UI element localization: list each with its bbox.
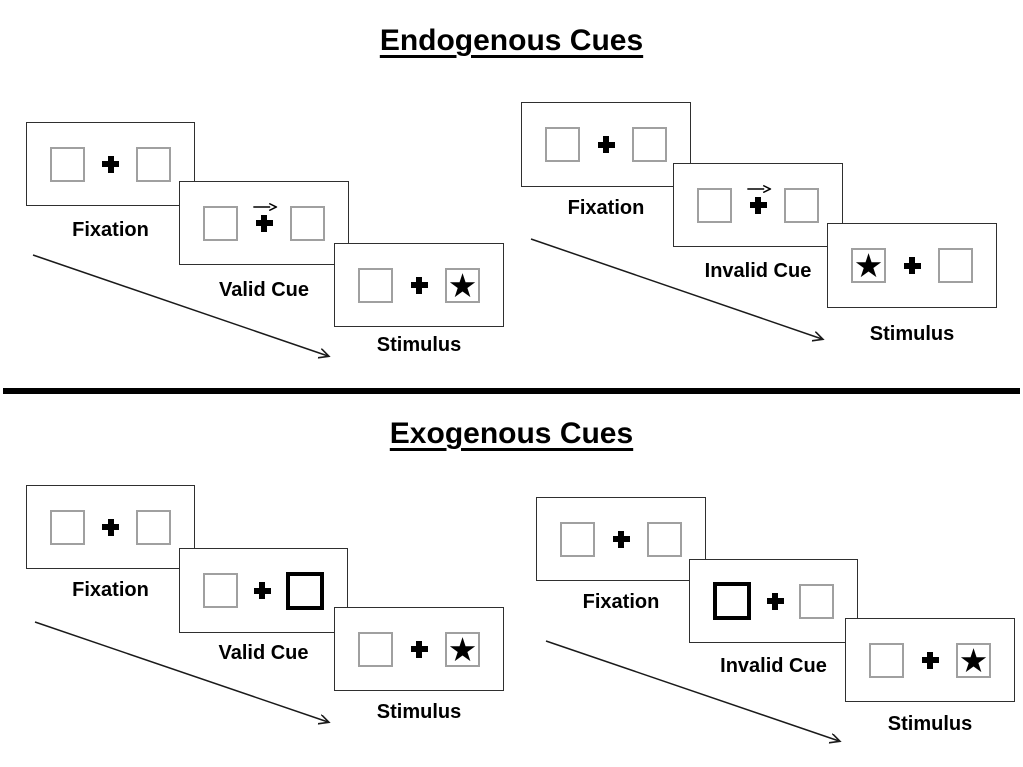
right-box: ★ <box>956 640 991 680</box>
fixation-cross-icon <box>747 184 772 214</box>
panel-label: Invalid Cue <box>704 260 812 282</box>
panel-label: Fixation <box>72 579 149 601</box>
right-box <box>784 187 819 223</box>
stimulus-panel: ★ <box>845 618 1015 702</box>
left-box <box>713 582 751 620</box>
panel-label: Valid Cue <box>218 642 309 664</box>
star-stimulus-icon: ★ <box>447 265 478 305</box>
fixation-cross-icon <box>102 518 119 536</box>
left-box <box>50 146 85 182</box>
fixation-cross-icon <box>410 276 428 294</box>
right-box <box>799 583 834 619</box>
fixation-panel <box>536 497 706 581</box>
fixation-cross-icon <box>766 592 784 610</box>
fixation-cross-icon <box>612 530 630 548</box>
left-box <box>869 642 904 678</box>
left-box <box>545 127 580 162</box>
panel-label: Valid Cue <box>218 279 310 301</box>
timeline-arrow <box>32 254 328 356</box>
cue-panel <box>179 181 349 265</box>
fixation-cross-icon <box>921 651 939 669</box>
cue-direction-arrow-icon <box>253 202 278 211</box>
fixation-cross-icon <box>410 640 428 658</box>
section-title-exogenous: Exogenous Cues <box>389 417 634 450</box>
section-title-endogenous: Endogenous Cues <box>379 24 644 57</box>
cue-panel <box>673 163 843 247</box>
right-box <box>632 127 667 162</box>
section-divider <box>3 388 1020 394</box>
star-stimulus-icon: ★ <box>958 640 989 680</box>
fixation-panel <box>26 122 195 206</box>
right-box: ★ <box>445 629 480 669</box>
right-box <box>290 205 325 241</box>
panel-label: Invalid Cue <box>720 655 827 677</box>
fixation-cross-icon <box>102 155 119 173</box>
fixation-cross-icon <box>253 202 278 232</box>
stimulus-panel: ★ <box>334 243 504 327</box>
cue-panel <box>179 548 348 633</box>
star-stimulus-icon: ★ <box>447 629 478 669</box>
right-box: ★ <box>445 265 480 305</box>
fixation-cross-icon <box>597 136 615 153</box>
left-box: ★ <box>851 248 886 283</box>
panel-label: Stimulus <box>869 323 955 345</box>
panel-label: Stimulus <box>376 334 462 356</box>
fixation-cross-icon <box>903 257 921 274</box>
cue-panel <box>689 559 858 643</box>
cue-direction-arrow-icon <box>747 184 772 193</box>
stimulus-panel: ★ <box>827 223 997 308</box>
fixation-panel <box>26 485 195 569</box>
fixation-panel <box>521 102 691 187</box>
right-box <box>647 521 682 557</box>
right-box <box>286 571 324 610</box>
panel-label: Stimulus <box>887 713 973 735</box>
left-box <box>697 187 732 223</box>
right-box <box>136 146 171 182</box>
left-box <box>560 521 595 557</box>
panel-label: Stimulus <box>376 701 462 723</box>
timeline-arrow <box>530 238 822 339</box>
star-stimulus-icon: ★ <box>853 246 884 285</box>
fixation-cross-icon <box>253 582 271 599</box>
right-box <box>136 509 171 545</box>
right-box <box>938 248 973 283</box>
left-box <box>358 267 393 303</box>
left-box <box>203 205 238 241</box>
panel-label: Fixation <box>567 197 645 219</box>
panel-label: Fixation <box>72 219 149 241</box>
left-box <box>203 573 238 608</box>
left-box <box>50 509 85 545</box>
timeline-arrow <box>34 621 328 722</box>
left-box <box>358 631 393 667</box>
stimulus-panel: ★ <box>334 607 504 691</box>
panel-label: Fixation <box>582 591 660 613</box>
